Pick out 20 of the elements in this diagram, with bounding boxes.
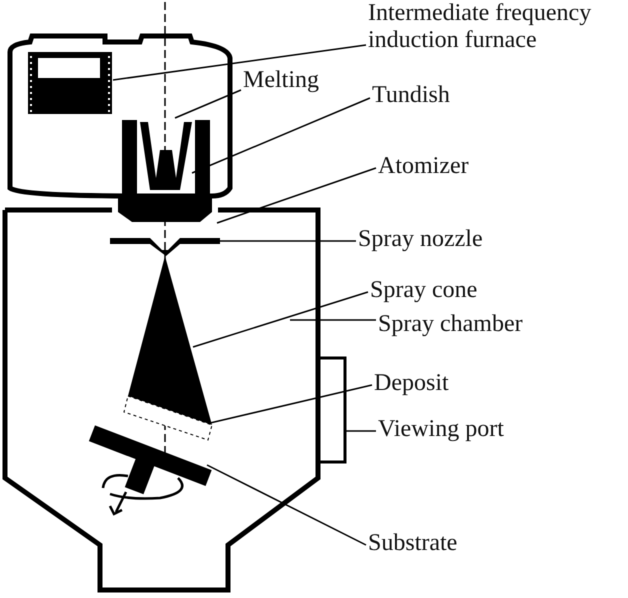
leader-line — [220, 240, 356, 242]
leader-line — [210, 384, 372, 424]
part-label: Spray cone — [370, 277, 478, 304]
part-label: Melting — [243, 67, 319, 94]
leader-line — [345, 430, 376, 432]
leader-line — [206, 464, 366, 546]
part-label: Substrate — [368, 530, 458, 557]
part-label: Spray chamber — [378, 311, 523, 338]
part-label: Intermediate frequency induction furnace — [368, 0, 626, 54]
leader-line — [174, 89, 242, 119]
part-label: Spray nozzle — [358, 226, 483, 253]
part-label: Atomizer — [378, 153, 469, 180]
leader-line — [192, 97, 370, 174]
leader-line — [290, 319, 376, 321]
leader-line — [192, 291, 368, 348]
part-label: Tundish — [372, 82, 450, 109]
leader-line — [112, 44, 366, 81]
part-label: Deposit — [374, 370, 449, 397]
leader-line — [216, 167, 376, 224]
part-label: Viewing port — [378, 416, 504, 443]
